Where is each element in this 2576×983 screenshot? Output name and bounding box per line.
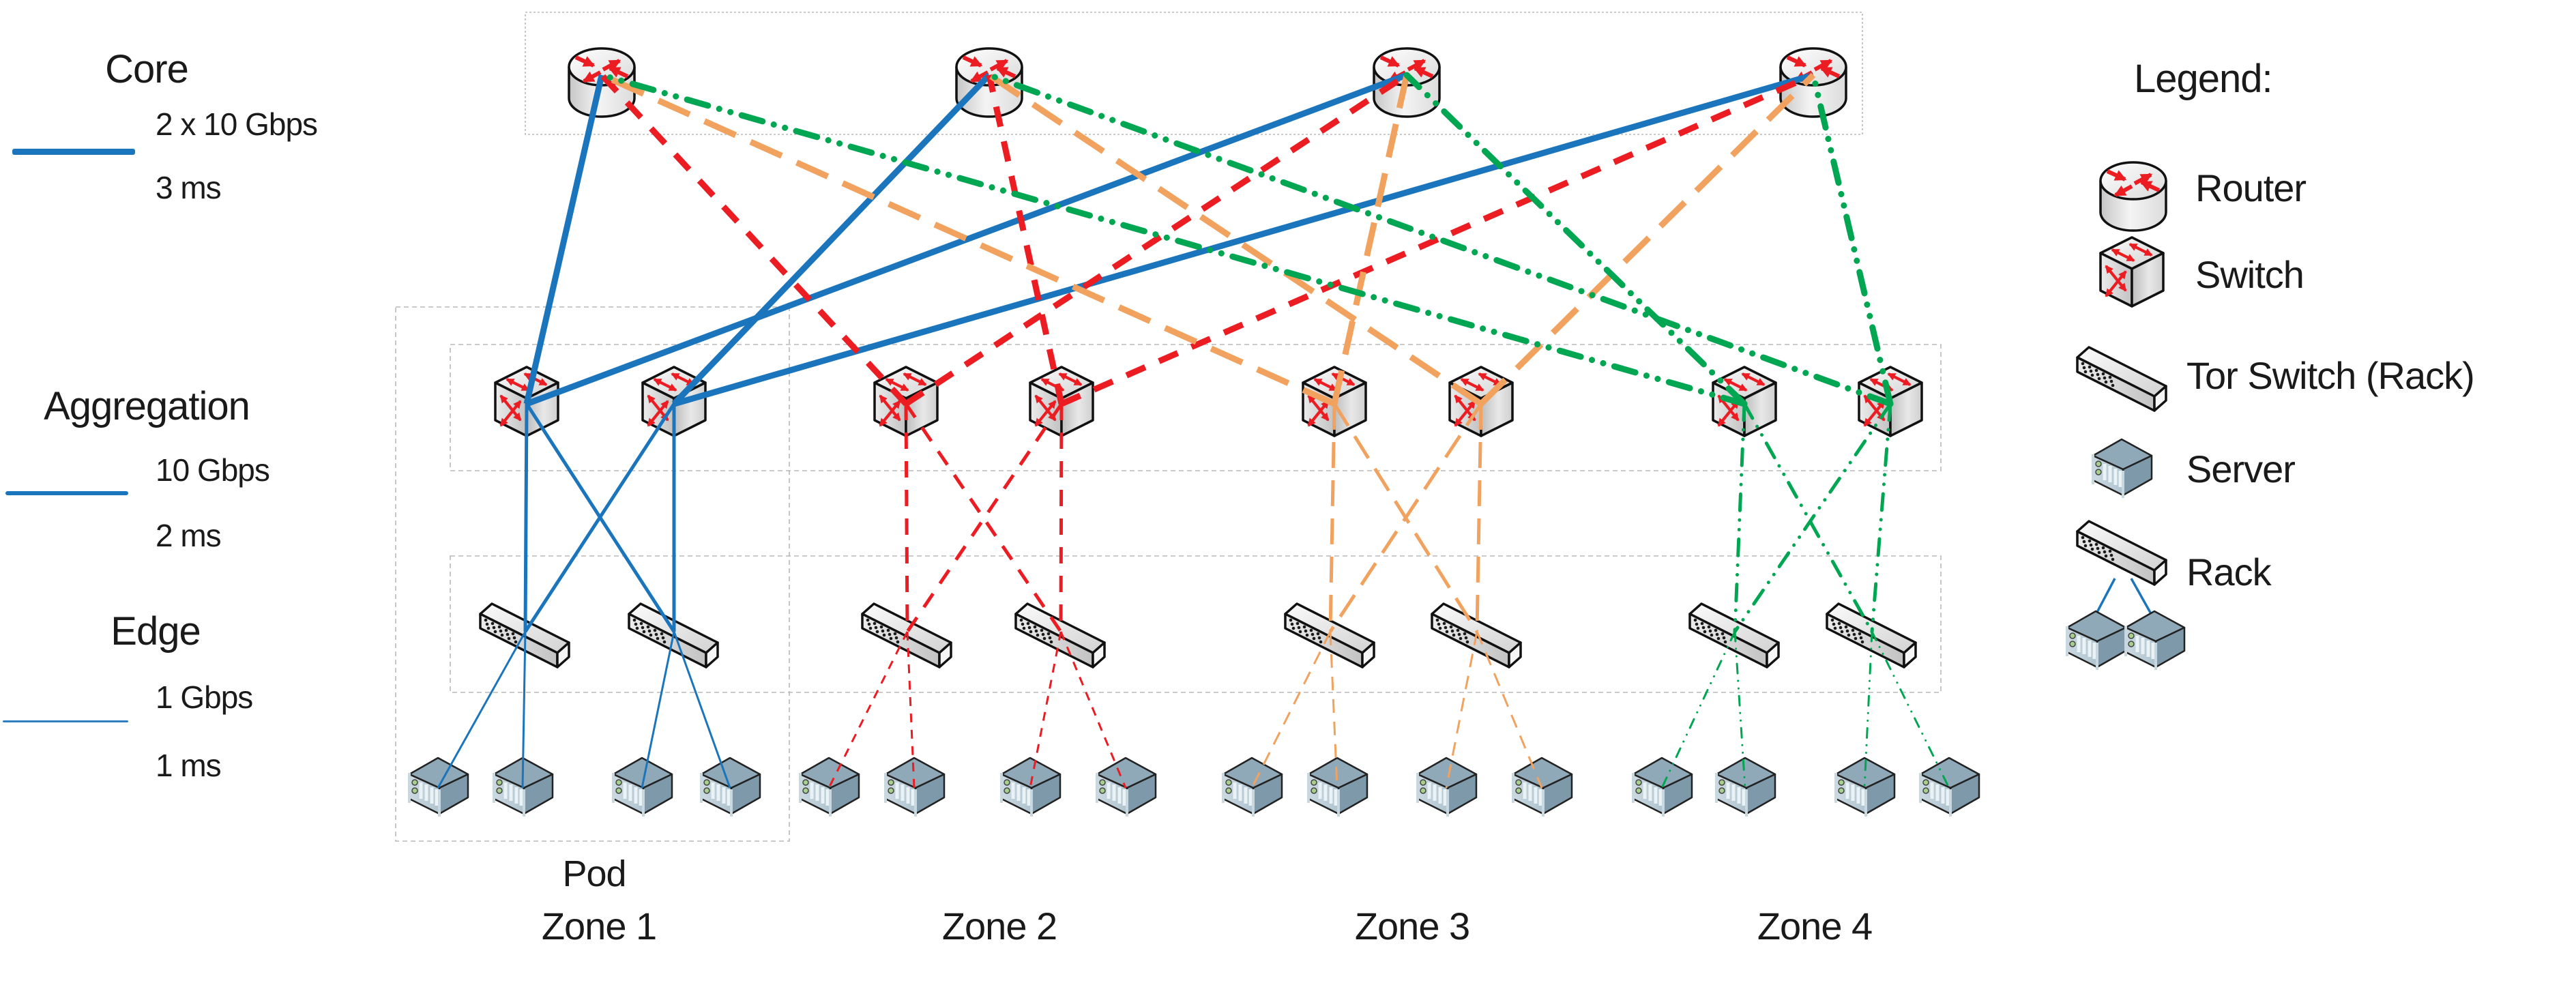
edge-layer-box (450, 555, 1942, 693)
agg-link (905, 402, 1064, 633)
core-bandwidth-label: 2 x 10 Gbps (156, 106, 318, 142)
edge-link (1029, 631, 1062, 789)
agg-link (523, 402, 676, 633)
server-icon (1001, 758, 1060, 817)
agg-link (1733, 402, 1892, 634)
node-icons (409, 48, 1979, 817)
edge-tier-label: Edge (111, 609, 201, 654)
agg-link (1733, 402, 1746, 634)
core-latency-label: 3 ms (156, 170, 222, 205)
edge-link (1733, 630, 1746, 789)
agg-link (1059, 403, 1064, 632)
legend-title: Legend: (2134, 57, 2273, 101)
rack-icon (2067, 520, 2184, 670)
zone-4-label: Zone 4 (1757, 905, 1873, 948)
agg-link (1742, 402, 1874, 634)
edge-link (1329, 631, 1338, 789)
edge-link-sample (3, 720, 128, 722)
core-link (986, 74, 1065, 405)
rack-server-icon (2067, 611, 2126, 670)
server-icon (1308, 758, 1367, 817)
aggregation-bandwidth-label: 10 Gbps (156, 452, 270, 488)
legend-item-switch: Switch (2195, 253, 2304, 296)
core-link (986, 72, 1894, 407)
core-link (904, 72, 1409, 407)
core-link (599, 72, 909, 407)
edge-link (1871, 630, 1950, 789)
zone-3-label: Zone 3 (1354, 905, 1470, 948)
edge-link (673, 631, 731, 789)
core-link-sample (12, 149, 135, 155)
edge-link (521, 631, 527, 789)
server-icon (1633, 758, 1692, 817)
agg-link (1870, 402, 1892, 634)
core-tier-label: Core (105, 47, 189, 91)
edge-link (828, 631, 909, 789)
pod-label: Pod (562, 853, 626, 894)
rack-server-icon (2126, 611, 2184, 670)
core-link (600, 72, 1336, 407)
zone-2-label: Zone 2 (941, 905, 1057, 948)
edge-latency-label: 1 ms (156, 748, 222, 783)
core-link (1810, 72, 1894, 407)
core-link (671, 72, 992, 407)
server-icon (2093, 439, 2152, 498)
edge-link (1445, 631, 1478, 789)
edge-bandwidth-label: 1 Gbps (156, 679, 253, 715)
edge-link (1660, 630, 1736, 789)
legend-item-tor-switch: Tor Switch (Rack) (2186, 354, 2475, 397)
core-link (1403, 72, 1748, 407)
agg-link (1328, 403, 1336, 632)
tor-switch-icon (2076, 346, 2167, 412)
edge-link (1863, 630, 1873, 789)
core-link (523, 74, 605, 405)
legend-item-rack: Rack (2186, 551, 2272, 593)
agg-link (1328, 402, 1483, 633)
agg-link (1475, 403, 1483, 632)
core-link (1331, 74, 1410, 405)
server-icon (1920, 758, 1979, 817)
agg-link (904, 402, 1063, 633)
agg-link (904, 403, 909, 632)
core-layer-box (525, 12, 1863, 135)
server-icon (1716, 758, 1775, 817)
server-icon (800, 758, 859, 817)
zone-1-label: Zone 1 (541, 905, 657, 948)
core-link (673, 72, 1815, 407)
aggregation-tier-label: Aggregation (44, 384, 250, 428)
rack-tor-switch-icon (2076, 520, 2167, 586)
legend-item-router: Router (2195, 166, 2307, 209)
server-icon (1223, 758, 1282, 817)
edge-link (641, 631, 675, 789)
edge-link (1476, 631, 1543, 789)
core-link (525, 72, 1408, 407)
legend-icons (2067, 162, 2184, 670)
edge-link (1059, 631, 1127, 789)
network-links (437, 72, 1950, 789)
edge-link (437, 631, 527, 789)
switch-icon (2101, 237, 2163, 306)
edge-link (1250, 631, 1332, 789)
pod-box (395, 306, 790, 842)
core-link (1060, 72, 1815, 407)
aggregation-link-sample (5, 491, 128, 495)
agg-link (523, 403, 529, 632)
router-icon (2101, 162, 2166, 231)
aggregation-latency-label: 2 ms (156, 518, 222, 553)
core-link (1478, 72, 1816, 407)
legend-item-server: Server (2186, 448, 2296, 490)
